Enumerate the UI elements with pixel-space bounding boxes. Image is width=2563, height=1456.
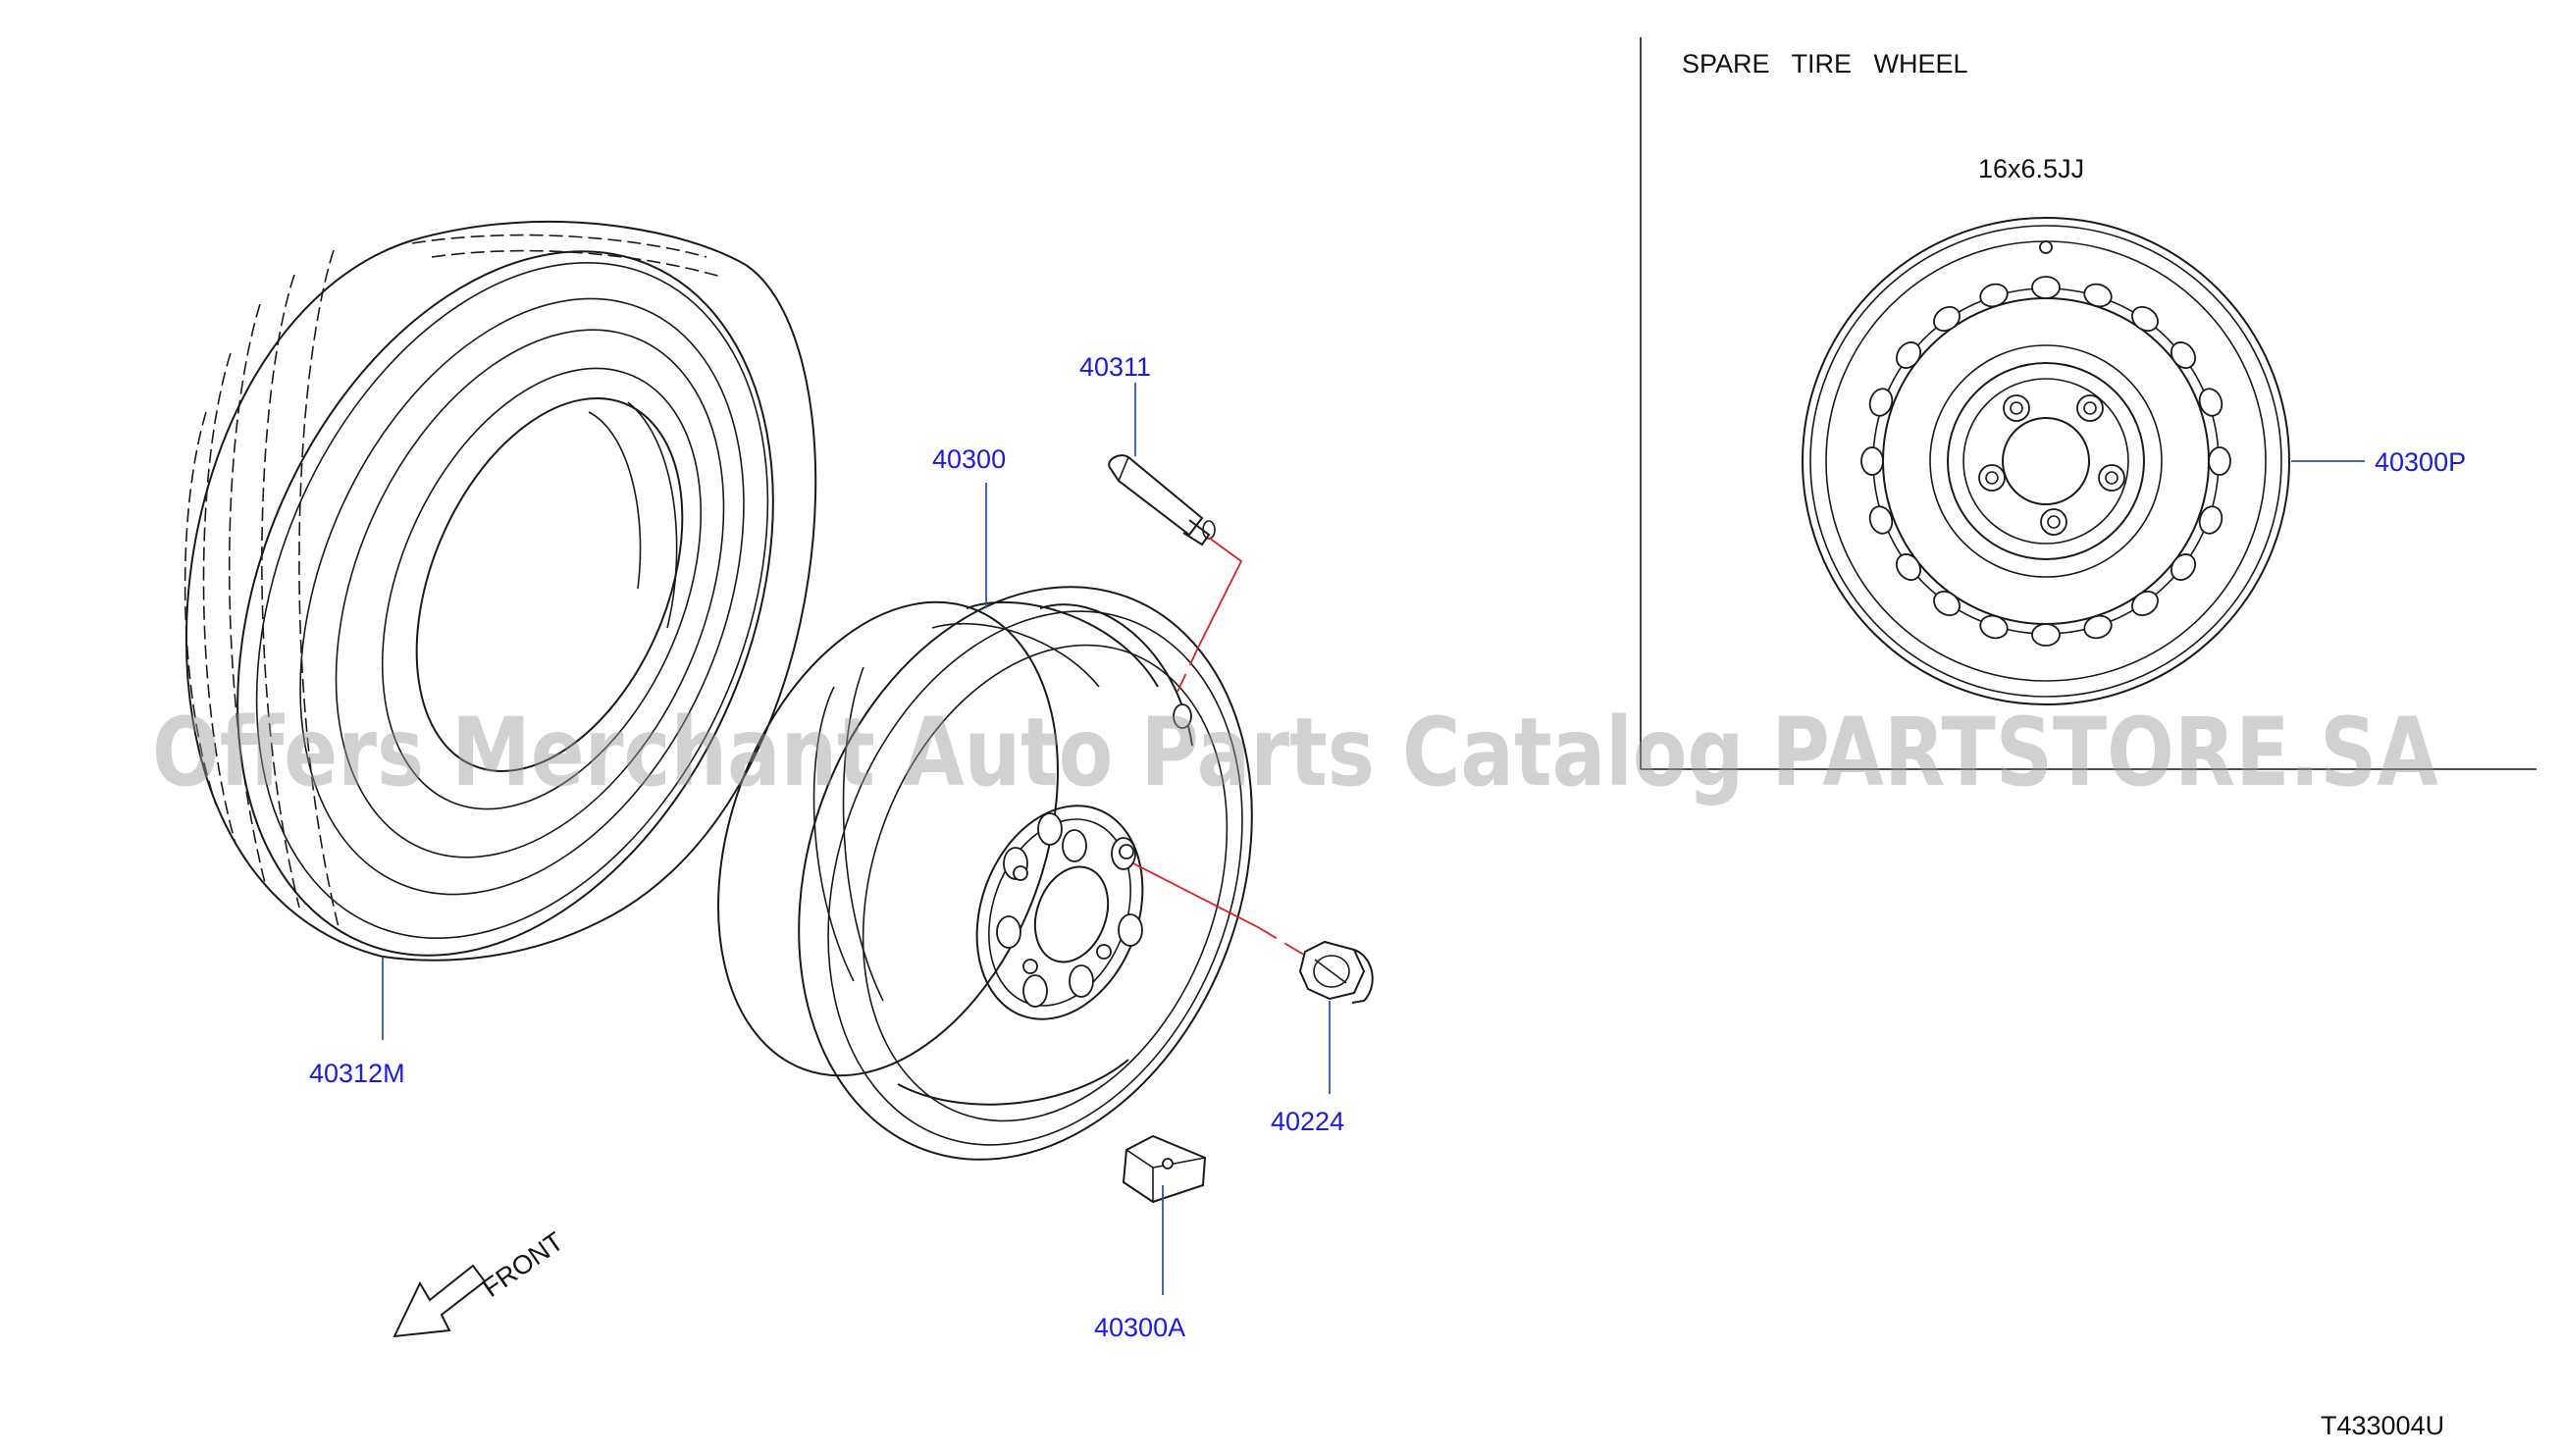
wheel-illustration [717, 586, 1253, 1161]
watermark: Offers Merchant Auto Parts Catalog PARTS… [152, 698, 2438, 807]
part-label-40311[interactable]: 40311 [1079, 352, 1151, 382]
front-arrow-icon [392, 1264, 487, 1338]
valve-icon [1108, 454, 1216, 546]
vent-holes [1860, 276, 2231, 647]
valve-guide-dashed [1177, 645, 1200, 693]
nut-guide-dashed [1257, 926, 1308, 958]
section-title: SPARE TIRE WHEEL [1682, 49, 1968, 78]
part-label-40300P[interactable]: 40300P [2375, 447, 2466, 477]
spare-wheel-illustration [1802, 217, 2290, 705]
spare-section-frame [1640, 37, 2537, 770]
wheel-size-label: 16x6.5JJ [1978, 154, 2084, 183]
lug-holes [1978, 394, 2125, 536]
part-label-40300A[interactable]: 40300A [1094, 1313, 1185, 1342]
balance-weight-icon [1122, 1134, 1207, 1204]
tire-illustration [183, 221, 817, 962]
nut-icon [1298, 940, 1374, 1004]
part-label-40300[interactable]: 40300 [932, 444, 1006, 474]
part-label-40312M[interactable]: 40312M [309, 1059, 405, 1088]
part-label-40224[interactable]: 40224 [1271, 1107, 1344, 1136]
nut-guide-line [1132, 862, 1259, 928]
valve-guide-line [1198, 537, 1243, 647]
front-label: FRONT [477, 1226, 568, 1303]
drawing-number: T433004U [2321, 1411, 2444, 1440]
